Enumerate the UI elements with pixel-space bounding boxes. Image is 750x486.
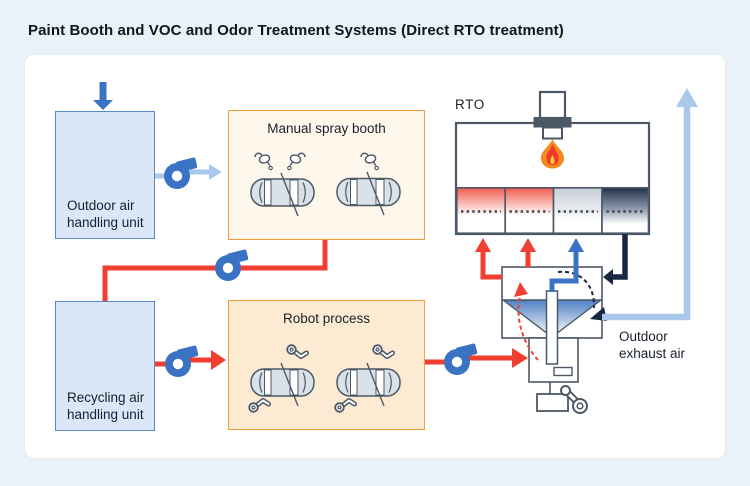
robot-process-label: Robot process — [282, 311, 371, 326]
recycling-ahu-label: Recycling air handling unit — [67, 390, 145, 422]
manual-spray-booth-label: Manual spray booth — [267, 121, 386, 136]
robot-process-box: Robot process — [228, 300, 425, 430]
outdoor-air-handling-unit-box: Outdoor air handling unit — [55, 111, 155, 239]
rto-label: RTO — [455, 97, 485, 112]
manual-spray-booth-box: Manual spray booth — [228, 110, 425, 240]
page-title: Paint Booth and VOC and Odor Treatment S… — [28, 22, 564, 39]
recycling-air-handling-unit-box: Recycling air handling unit — [55, 301, 155, 431]
outdoor-exhaust-air-label: Outdoor exhaust air — [619, 329, 686, 361]
outdoor-ahu-label: Outdoor air handling unit — [67, 198, 144, 230]
